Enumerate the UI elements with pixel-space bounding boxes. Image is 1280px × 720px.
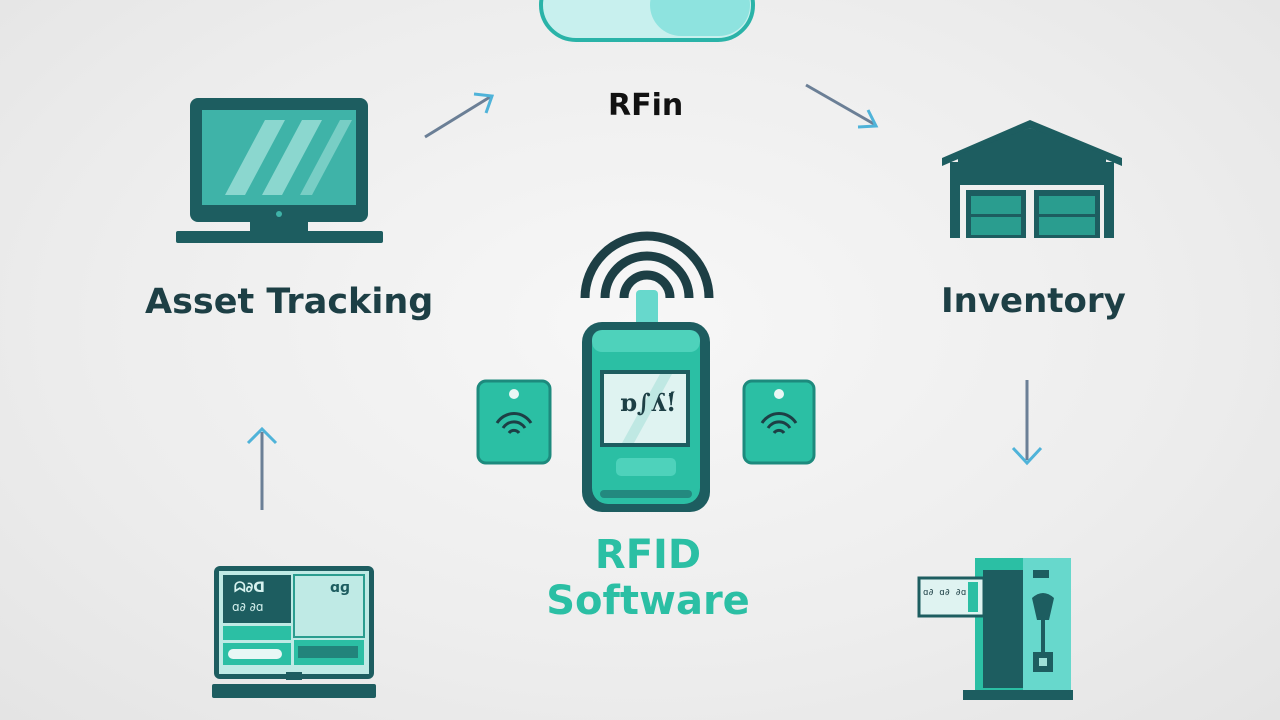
laptop-screen-text-2: ɑ∂ ∂ɑ	[232, 600, 264, 614]
rfid-software-line2: Software	[546, 578, 750, 624]
inventory-label: Inventory	[941, 281, 1126, 321]
laptop-screen-text-3: ɑɡ	[330, 580, 351, 596]
rfid-software-line1: RFID	[594, 532, 702, 578]
rfid-software-title: RFID Software	[545, 532, 751, 624]
reader-screen-text: ɒ∫ʎ!́	[620, 388, 677, 417]
kiosk-screen-text: ɑ∂ ɑ∂ ∂ɑ	[923, 588, 967, 598]
top-label: RFin	[608, 88, 684, 123]
laptop-screen-text-1: ᗣ∂ᗡ	[234, 580, 265, 596]
asset-tracking-label: Asset Tracking	[145, 282, 434, 322]
